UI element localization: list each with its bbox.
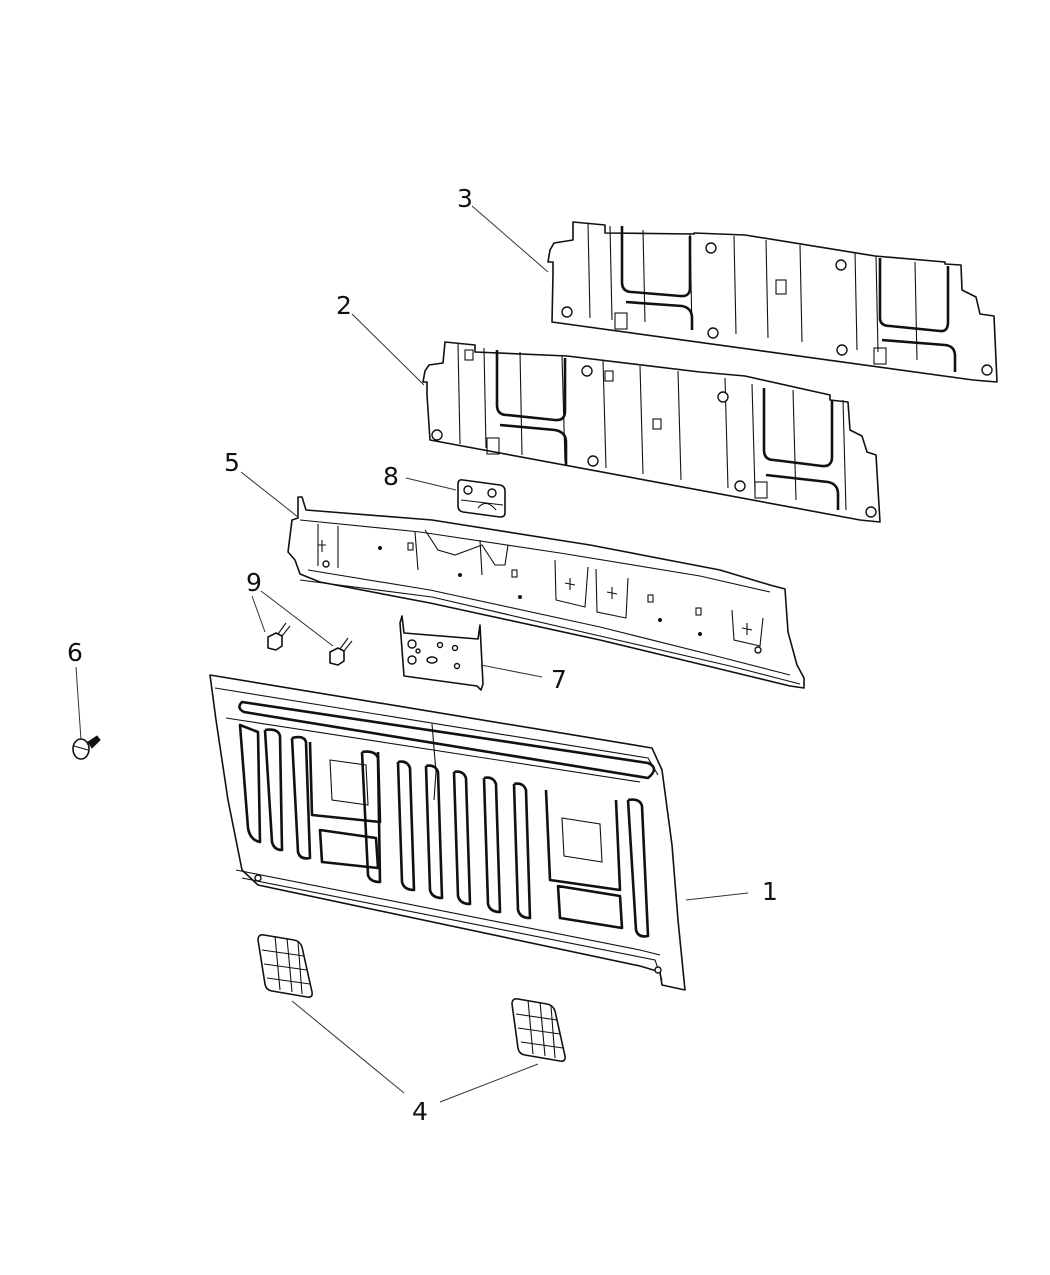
- callout-6: 6: [67, 638, 83, 667]
- part-2-reinforcement-panel: [422, 341, 881, 523]
- callout-9: 9: [246, 568, 262, 597]
- part-9-bolts: [267, 622, 353, 666]
- part-1-back-panel: [209, 674, 686, 991]
- callout-8: 8: [383, 462, 399, 491]
- callout-7: 7: [551, 665, 567, 694]
- callout-4: 4: [412, 1097, 428, 1126]
- part-4-vent-grilles: [257, 934, 566, 1062]
- part-3-reinforcement-panel: [547, 221, 998, 383]
- part-5-crossmember: [287, 496, 805, 689]
- leader-lines: [75, 205, 749, 1103]
- part-6-push-pin: [72, 735, 101, 760]
- callout-3: 3: [457, 184, 473, 213]
- part-7-bracket: [399, 615, 484, 691]
- callout-1: 1: [762, 877, 778, 906]
- part-8-mounting-plate: [457, 479, 506, 518]
- callout-2: 2: [336, 291, 352, 320]
- callout-5: 5: [224, 448, 240, 477]
